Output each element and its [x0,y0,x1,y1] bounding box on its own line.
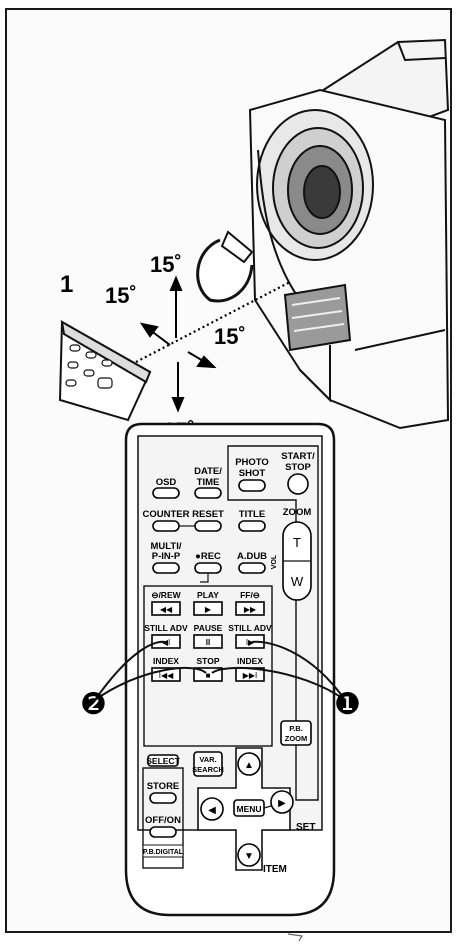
photo-shot-label-1: PHOTO [235,457,269,468]
callout-1: ❶ [334,688,361,721]
index-right-icon: ▶▶I [243,671,258,680]
off-on-label: OFF/ON [145,815,181,826]
still-adv-left-label: STILL ADV [144,623,188,633]
pause-icon: II [206,638,210,647]
pause-label: PAUSE [194,623,223,633]
rew-icon: ◀◀ [160,605,173,614]
stop-label: STOP [197,656,220,666]
var-search-label-1: VAR. [199,755,216,764]
zoom-label: ZOOM [283,507,312,518]
play-icon: ▶ [205,605,212,614]
rec-button[interactable] [195,563,221,573]
osd-label: OSD [156,477,177,488]
var-search-label-2: SEARCH [192,765,224,774]
store-button[interactable] [150,793,176,803]
ff-icon: ▶▶ [244,605,257,614]
index-right-label: INDEX [237,656,263,666]
photo-shot-label-2: SHOT [239,468,266,479]
arrow-down-icon: ▼ [244,851,254,862]
a-dub-button[interactable] [239,563,265,573]
date-time-button[interactable] [195,488,221,498]
small-remote-drawing [60,322,150,420]
zoom-tele-label: T [293,535,301,550]
step-number: 1 [60,271,73,298]
angle-left-label: 15˚ [105,283,137,308]
multi-pinp-label-2: P-IN-P [152,551,181,562]
menu-label: MENU [236,804,261,814]
off-on-button[interactable] [150,827,176,837]
start-stop-label-2: STOP [285,462,311,473]
camcorder-drawing [198,40,448,428]
angle-up-label: 15˚ [150,252,182,277]
title-button[interactable] [239,521,265,531]
set-label: SET [296,822,315,833]
arrow-left-icon: ◀ [208,805,216,816]
pb-digital-label: P.B.DIGITAL [143,849,184,856]
index-left-icon: I◀◀ [159,671,174,680]
pb-zoom-label-1: P.B. [289,724,303,733]
ff-label: FF/⊖ [240,590,260,600]
play-label: PLAY [197,590,219,600]
scan-mark [288,934,302,941]
still-adv-right-label: STILL ADV [228,623,272,633]
osd-button[interactable] [153,488,179,498]
select-label: SELECT [146,756,180,766]
vol-label: VOL [271,554,278,569]
angle-right-label: 15˚ [214,324,246,349]
reset-label: RESET [192,509,224,520]
photo-shot-button[interactable] [239,480,265,491]
a-dub-label: A.DUB [237,551,267,562]
reset-button[interactable] [195,521,221,531]
store-label: STORE [147,781,180,792]
index-left-label: INDEX [153,656,179,666]
title-label: TITLE [239,509,265,520]
rew-label: ⊖/REW [151,590,181,600]
start-stop-button[interactable] [288,474,308,494]
date-time-label-1: DATE/ [194,466,222,477]
arrow-up-icon: ▲ [244,760,254,771]
start-stop-label-1: START/ [281,451,315,462]
item-label: ITEM [263,864,287,875]
pb-zoom-label-2: ZOOM [285,734,308,743]
counter-button[interactable] [153,521,179,531]
arrow-right-icon: ▶ [278,798,286,809]
counter-label: COUNTER [143,509,190,520]
rec-label: ●REC [195,551,221,562]
callout-2: ❷ [80,688,107,721]
multi-pinp-button[interactable] [153,563,179,573]
zoom-wide-label: W [291,574,304,589]
date-time-label-2: TIME [197,477,220,488]
